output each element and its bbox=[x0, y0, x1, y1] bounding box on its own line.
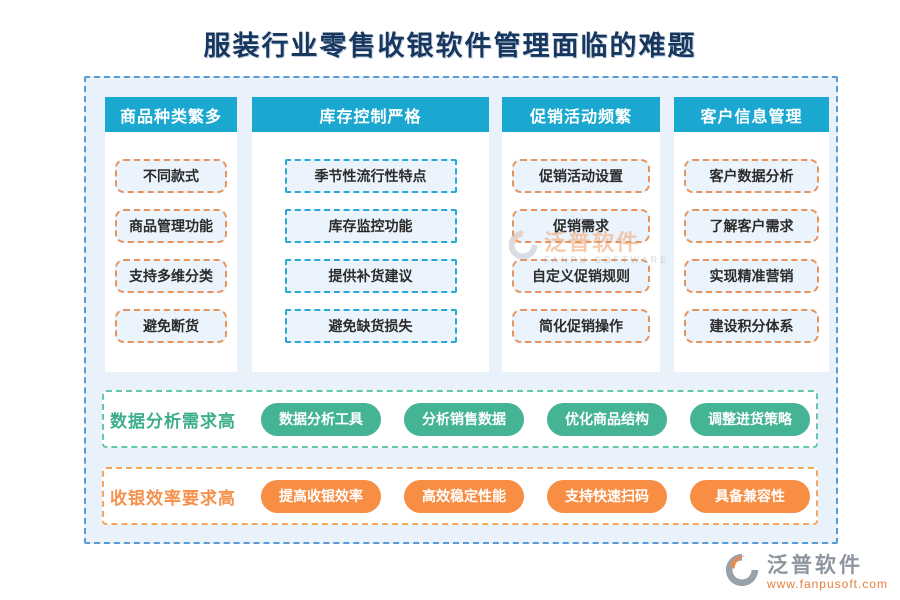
band-label: 收银效率要求高 bbox=[110, 488, 236, 508]
page-title: 服装行业零售收银软件管理面临的难题 bbox=[203, 31, 697, 61]
column-body: 不同款式 商品管理功能 支持多维分类 避免断货 bbox=[105, 132, 237, 343]
brand-name: 泛普软件 bbox=[766, 554, 863, 577]
column-inventory-control: 库存控制严格 季节性流行性特点 库存监控功能 提供补货建议 避免缺货损失 bbox=[252, 97, 489, 372]
column-promotions: 促销活动频繁 促销活动设置 促销需求 自定义促销规则 简化促销操作 bbox=[502, 97, 660, 372]
diagram-node: 不同款式 bbox=[115, 159, 227, 193]
diagram-node: 支持多维分类 bbox=[115, 259, 227, 293]
band-pill: 优化商品结构 bbox=[547, 402, 667, 436]
diagram-node: 商品管理功能 bbox=[115, 209, 227, 243]
band-pill: 分析销售数据 bbox=[404, 402, 524, 436]
brand-logo-text: 泛普软件 www.fanpusoft.com bbox=[767, 554, 888, 591]
column-body: 客户数据分析 了解客户需求 实现精准营销 建设积分体系 bbox=[674, 132, 829, 343]
diagram-node: 实现精准营销 bbox=[684, 259, 819, 293]
column-header: 库存控制严格 bbox=[252, 97, 489, 132]
diagram-node: 建设积分体系 bbox=[684, 309, 819, 343]
diagram-node: 库存监控功能 bbox=[284, 209, 457, 243]
diagram-node: 自定义促销规则 bbox=[512, 259, 650, 293]
band-pill: 支持快速扫码 bbox=[547, 479, 667, 513]
diagram-node: 促销活动设置 bbox=[512, 159, 650, 193]
diagram-node: 了解客户需求 bbox=[684, 209, 819, 243]
column-header: 客户信息管理 bbox=[674, 97, 829, 132]
diagram-node: 简化促销操作 bbox=[512, 309, 650, 343]
brand-logo[interactable]: 泛普软件 www.fanpusoft.com bbox=[723, 551, 888, 594]
column-customer-info: 客户信息管理 客户数据分析 了解客户需求 实现精准营销 建设积分体系 bbox=[674, 97, 829, 372]
band-pill: 高效稳定性能 bbox=[404, 479, 524, 513]
diagram-node: 季节性流行性特点 bbox=[284, 159, 457, 193]
column-body: 季节性流行性特点 库存监控功能 提供补货建议 避免缺货损失 bbox=[252, 132, 489, 343]
diagram-node: 客户数据分析 bbox=[684, 159, 819, 193]
band-pill: 数据分析工具 bbox=[261, 402, 381, 436]
diagram-node: 避免断货 bbox=[115, 309, 227, 343]
column-body: 促销活动设置 促销需求 自定义促销规则 简化促销操作 bbox=[502, 132, 660, 343]
column-header: 商品种类繁多 bbox=[105, 97, 237, 132]
fanpu-logo-icon bbox=[723, 551, 761, 594]
band-pill: 提高收银效率 bbox=[261, 479, 381, 513]
band-pill: 调整进货策略 bbox=[690, 402, 810, 436]
column-header: 促销活动频繁 bbox=[502, 97, 660, 132]
band-label: 数据分析需求高 bbox=[110, 411, 236, 431]
diagram-node: 提供补货建议 bbox=[284, 259, 457, 293]
brand-url[interactable]: www.fanpusoft.com bbox=[766, 577, 888, 591]
diagram-node: 促销需求 bbox=[512, 209, 650, 243]
diagram-board: 商品种类繁多 不同款式 商品管理功能 支持多维分类 避免断货 库存控制严格 季节… bbox=[84, 76, 838, 544]
band-pill: 具备兼容性 bbox=[690, 479, 810, 513]
band-data-analysis: 数据分析需求高 数据分析工具 分析销售数据 优化商品结构 调整进货策略 bbox=[102, 390, 818, 448]
band-cashier-efficiency: 收银效率要求高 提高收银效率 高效稳定性能 支持快速扫码 具备兼容性 bbox=[102, 467, 818, 525]
column-product-variety: 商品种类繁多 不同款式 商品管理功能 支持多维分类 避免断货 bbox=[105, 97, 237, 372]
diagram-node: 避免缺货损失 bbox=[284, 309, 457, 343]
